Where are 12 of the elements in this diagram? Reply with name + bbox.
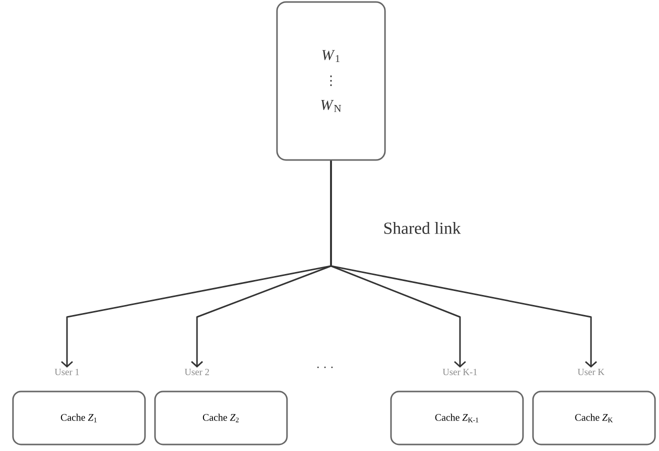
user-label: User 2 <box>184 368 209 376</box>
user-label: User K-1 <box>442 368 477 376</box>
ellipsis: · · · <box>317 366 333 368</box>
arrow <box>330 160 598 368</box>
cache-box: Cache Z$_{2}$ <box>154 390 288 446</box>
cache-box: Cache Z$_{K}$ <box>532 390 656 446</box>
cache-box: Cache Z$_{1}$ <box>12 390 146 446</box>
server-box: W$_{1}$ ⋮ W$_{N}$ <box>276 1 386 161</box>
user-label: User 1 <box>54 368 79 376</box>
cache-box: Cache Z$_{K-1}$ <box>390 390 524 446</box>
user-label: User K <box>578 368 604 376</box>
link-label: Shared link <box>384 222 461 234</box>
